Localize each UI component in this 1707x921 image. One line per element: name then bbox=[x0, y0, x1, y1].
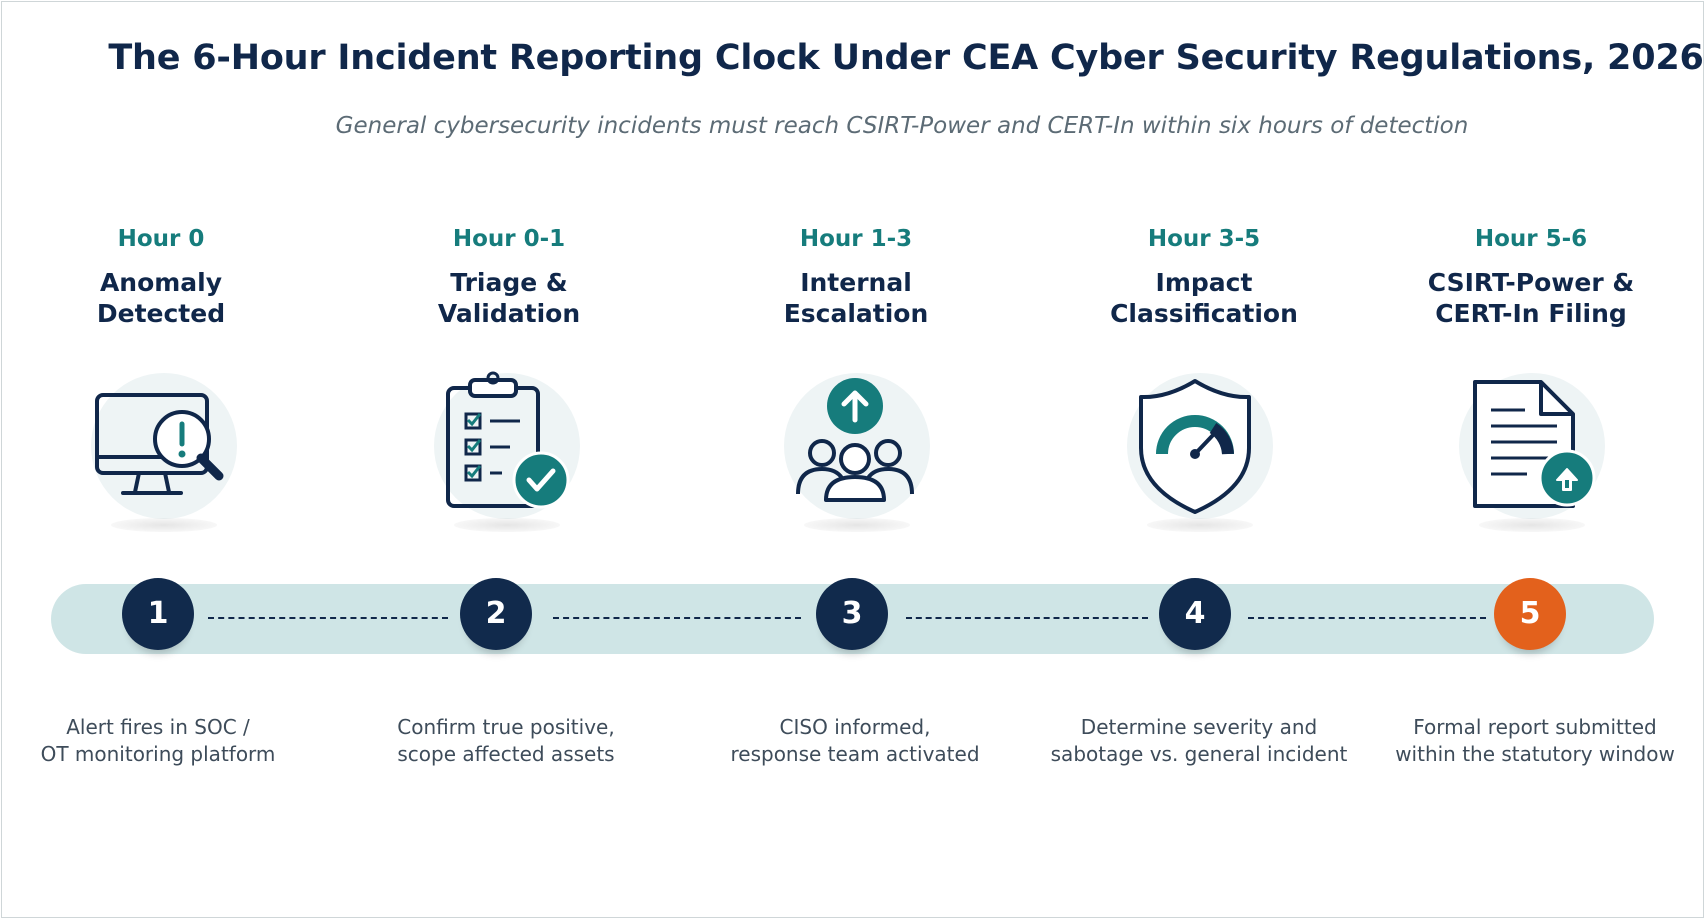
phase-hour-label: Hour 5-6 bbox=[1474, 226, 1588, 252]
phase-2-description: Confirm true positive, scope affected as… bbox=[356, 714, 656, 768]
phase-title-line: Classification bbox=[1110, 299, 1298, 328]
phase-title-line: Detected bbox=[96, 299, 226, 328]
description-line: scope affected assets bbox=[397, 742, 615, 766]
description-line: Determine severity and bbox=[1080, 715, 1318, 739]
step-marker-1: 1 bbox=[122, 578, 194, 650]
phase-4-description: Determine severity and sabotage vs. gene… bbox=[1049, 714, 1349, 768]
timeline-connector bbox=[1248, 617, 1486, 619]
timeline-connector bbox=[906, 617, 1148, 619]
phase-title: Impact Classification bbox=[1054, 267, 1354, 329]
phase-hour-label: Hour 1-3 bbox=[799, 226, 913, 252]
phase-hour-label: Hour 0-1 bbox=[452, 226, 566, 252]
phase-title: Anomaly Detected bbox=[11, 267, 311, 329]
phase-1-description: Alert fires in SOC / OT monitoring platf… bbox=[8, 714, 308, 768]
description-line: Formal report submitted bbox=[1413, 715, 1657, 739]
step-marker-3: 3 bbox=[816, 578, 888, 650]
timeline-connector bbox=[553, 617, 801, 619]
description-line: response team activated bbox=[730, 742, 980, 766]
phase-title-line: CSIRT-Power & bbox=[1427, 268, 1635, 297]
step-marker-2: 2 bbox=[460, 578, 532, 650]
phase-title-line: CERT-In Filing bbox=[1435, 299, 1627, 328]
phase-title-line: Triage & bbox=[450, 268, 568, 297]
monitor-alert-magnifier-icon bbox=[81, 368, 241, 532]
phase-1-heading: Hour 0 Anomaly Detected bbox=[11, 222, 311, 329]
phase-title-line: Impact bbox=[1155, 268, 1253, 297]
description-line: sabotage vs. general incident bbox=[1050, 742, 1348, 766]
phase-title: CSIRT-Power & CERT-In Filing bbox=[1381, 267, 1681, 329]
step-marker-4: 4 bbox=[1159, 578, 1231, 650]
description-line: Confirm true positive, bbox=[397, 715, 615, 739]
phase-title-line: Internal bbox=[800, 268, 912, 297]
clipboard-check-icon bbox=[424, 368, 584, 532]
phase-2-heading: Hour 0-1 Triage & Validation bbox=[359, 222, 659, 329]
phase-3-description: CISO informed, response team activated bbox=[705, 714, 1005, 768]
phase-title-line: Escalation bbox=[783, 299, 929, 328]
phase-4-heading: Hour 3-5 Impact Classification bbox=[1054, 222, 1354, 329]
description-line: CISO informed, bbox=[779, 715, 931, 739]
shield-gauge-icon bbox=[1117, 368, 1277, 532]
phase-title: Triage & Validation bbox=[359, 267, 659, 329]
phase-5-heading: Hour 5-6 CSIRT-Power & CERT-In Filing bbox=[1381, 222, 1681, 329]
description-line: Alert fires in SOC / bbox=[66, 715, 250, 739]
phase-3-heading: Hour 1-3 Internal Escalation bbox=[706, 222, 1006, 329]
document-upload-icon bbox=[1449, 368, 1609, 532]
step-marker-5: 5 bbox=[1494, 578, 1566, 650]
phase-title-line: Anomaly bbox=[99, 268, 223, 297]
timeline-connector bbox=[208, 617, 448, 619]
phase-title: Internal Escalation bbox=[706, 267, 1006, 329]
phase-hour-label: Hour 3-5 bbox=[1147, 226, 1261, 252]
phase-title-line: Validation bbox=[437, 299, 581, 328]
team-escalate-icon bbox=[774, 368, 934, 532]
diagram-title: The 6-Hour Incident Reporting Clock Unde… bbox=[108, 38, 1704, 78]
phase-hour-label: Hour 0 bbox=[117, 226, 205, 252]
description-line: OT monitoring platform bbox=[40, 742, 276, 766]
phase-5-description: Formal report submitted within the statu… bbox=[1385, 714, 1685, 768]
diagram-subtitle: General cybersecurity incidents must rea… bbox=[335, 113, 1469, 139]
description-line: within the statutory window bbox=[1395, 742, 1675, 766]
